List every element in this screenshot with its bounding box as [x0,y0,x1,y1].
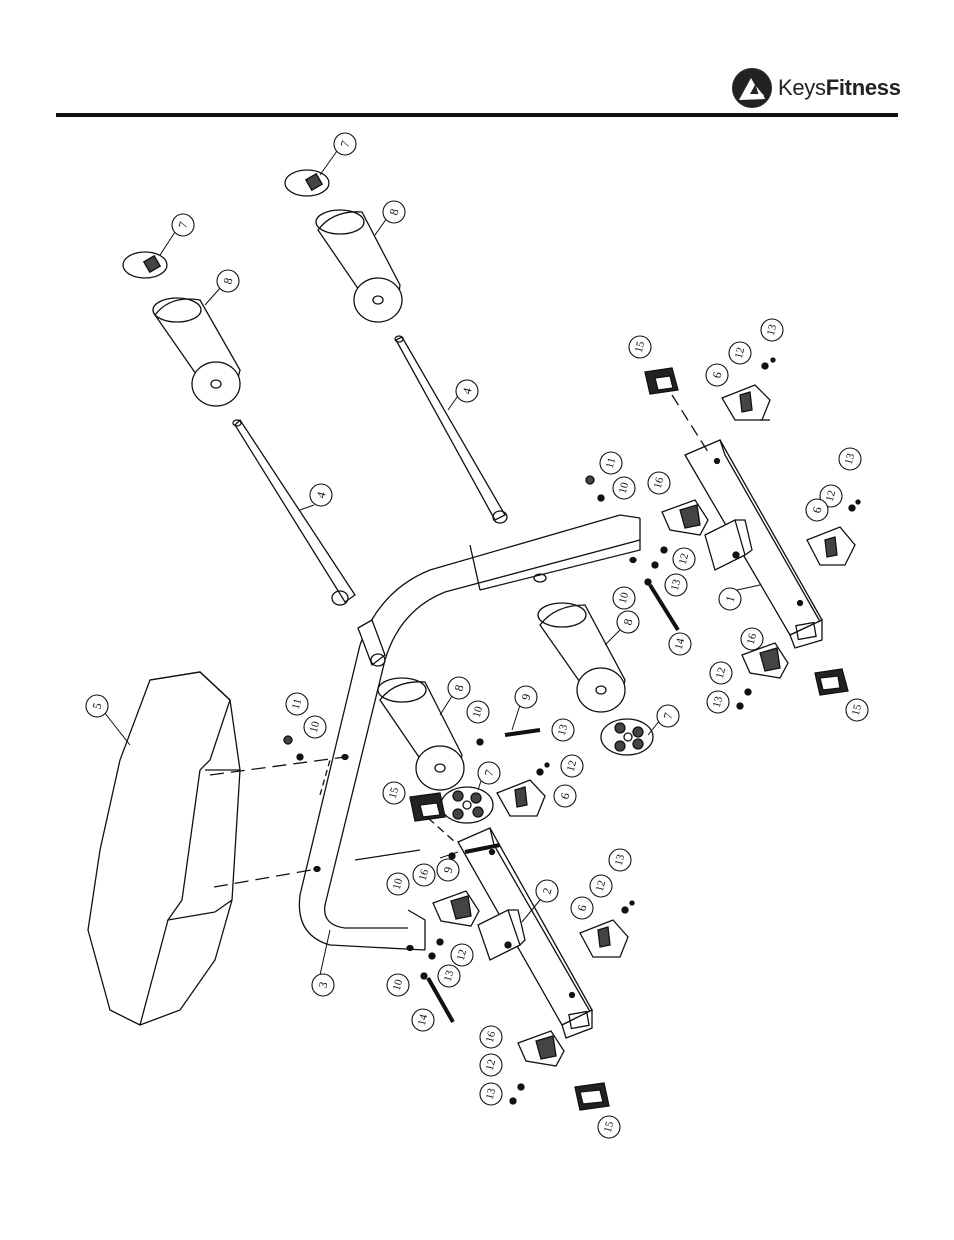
main-frame [299,515,640,951]
square-cap-2 [815,669,848,695]
seat-pad [88,672,240,1025]
wheel-cover-4 [580,920,628,957]
page-header: KeysFitness [0,0,954,125]
bracket-3 [433,891,479,926]
callout-labels: 5 3 2 1 4 4 7 7 7 7 8 8 8 8 9 9 10 10 10… [86,133,868,1138]
bracket-1 [662,500,708,535]
end-cap-bottom-left [441,787,493,823]
front-stabilizer [458,828,592,1038]
square-cap-4 [575,1083,609,1110]
roller-tube-right [395,336,507,523]
bolt-9-top [477,730,540,745]
roller-pad-top-right [316,210,402,322]
tube-stub [358,620,385,666]
roller-pad-bottom-right [538,603,625,712]
wheel-cover-1 [722,385,770,420]
brand-logo: KeysFitness [730,66,901,110]
rear-stabilizer [685,440,822,648]
header-rule [56,113,898,117]
wheel-cover-3 [497,780,545,816]
end-cap-top-right [285,170,329,196]
end-cap-top-left [123,252,167,278]
roller-pad-top-left [153,298,240,406]
end-cap-bottom-right [601,719,653,755]
roller-tube-left [233,420,355,605]
brand-name: KeysFitness [778,75,901,101]
keys-fitness-emblem-icon [730,66,774,110]
exploded-parts-diagram: 5 3 2 1 4 4 7 7 7 7 8 8 8 8 9 9 10 10 10… [0,125,954,1235]
bracket-4 [518,1031,564,1066]
square-cap-1 [645,368,678,394]
square-cap-3 [410,793,445,821]
parts-drawing: 5 3 2 1 4 4 7 7 7 7 8 8 8 8 9 9 10 10 10… [0,125,954,1235]
wheel-cover-2 [807,527,855,565]
